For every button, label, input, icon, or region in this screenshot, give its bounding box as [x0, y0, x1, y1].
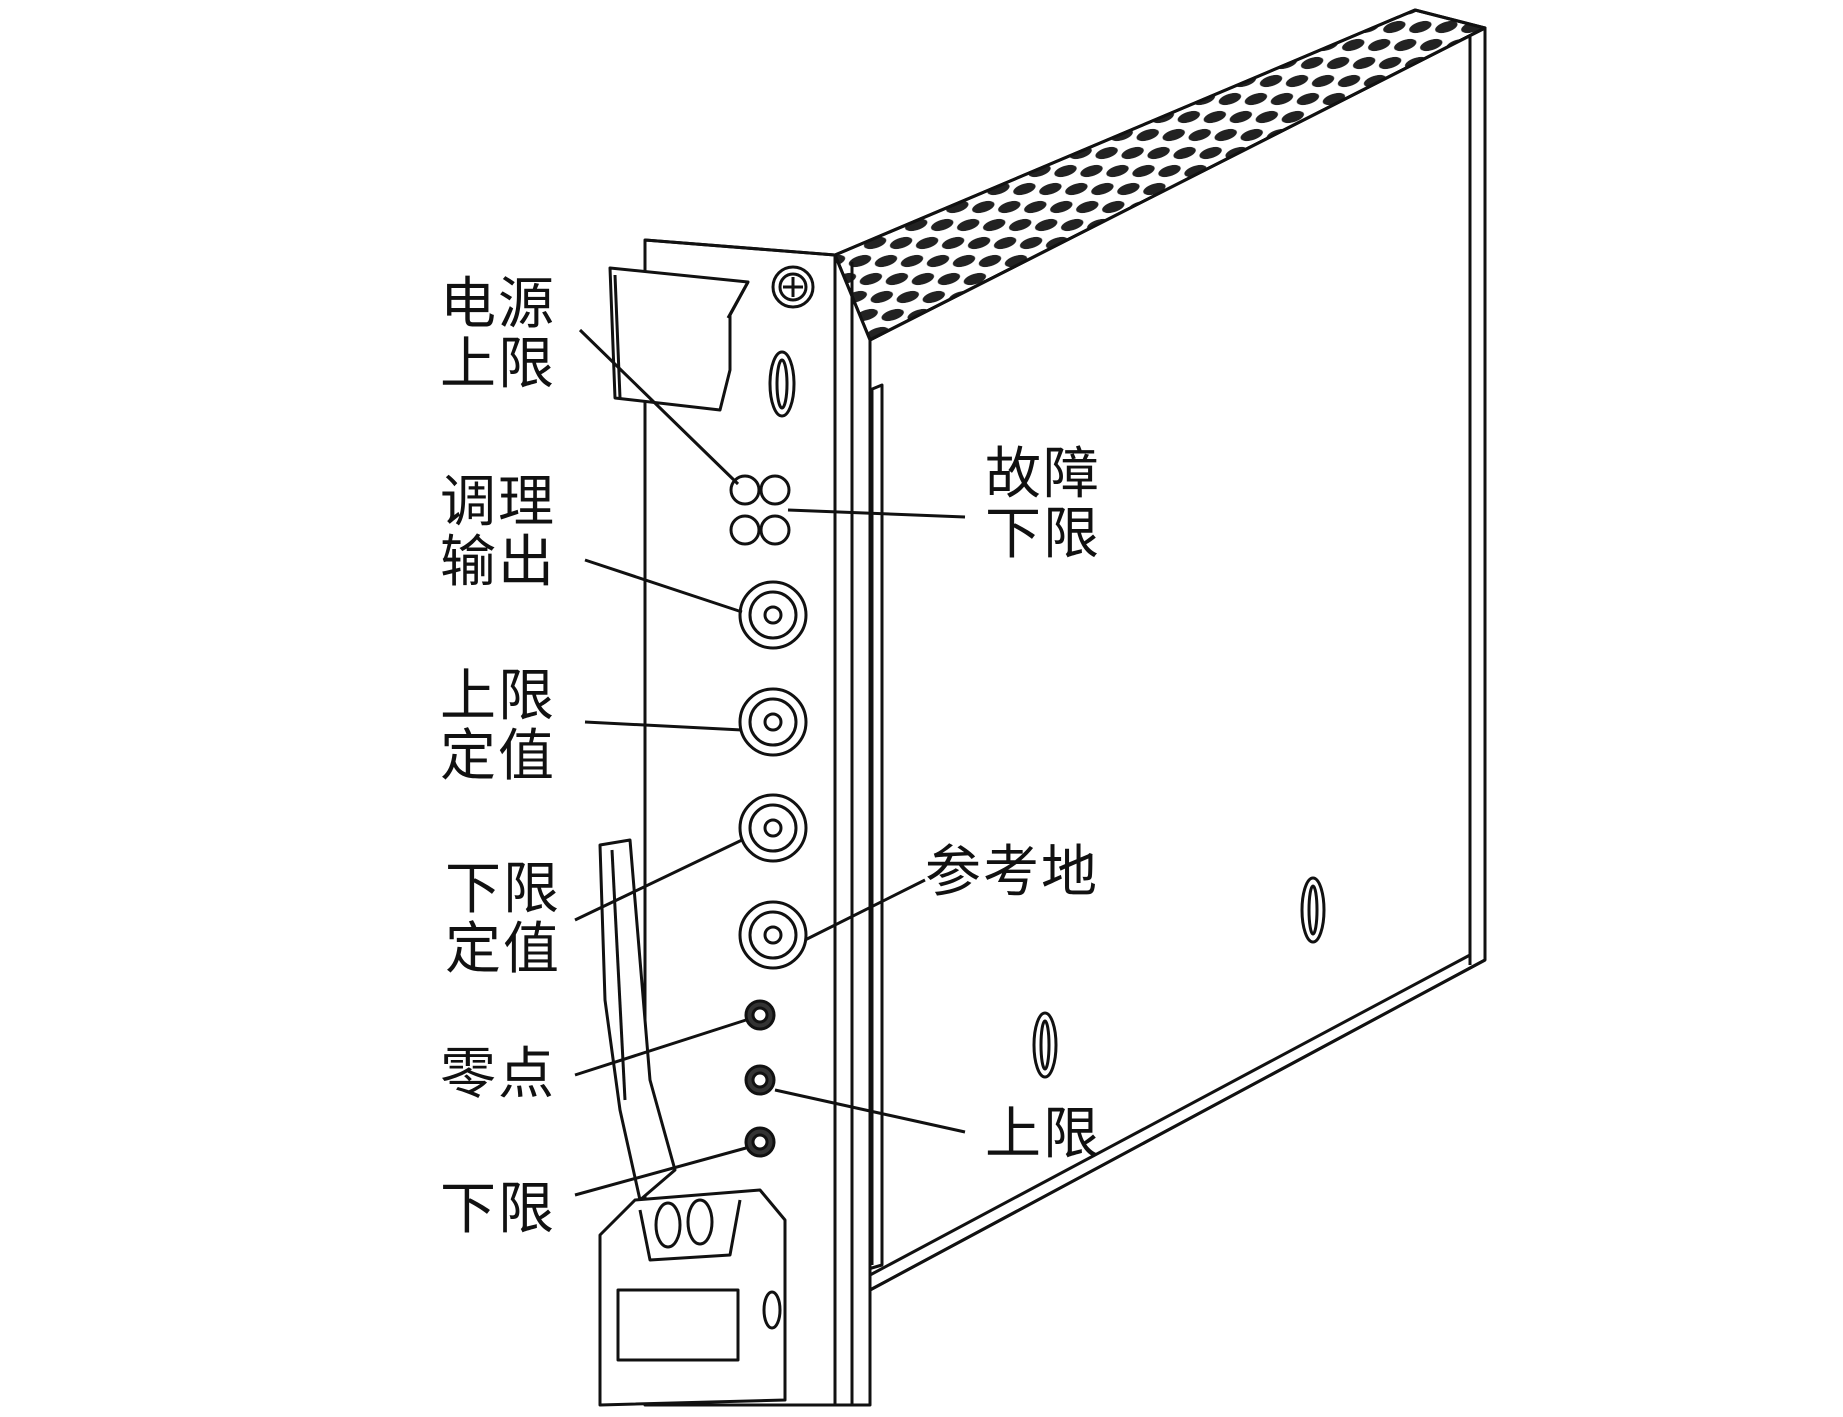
leader-upper-setpoint: [584, 720, 743, 732]
label-power-upper: 电源 上限: [440, 275, 556, 395]
test-socket-1: [738, 580, 808, 650]
label-conditioning-output: 调理 输出: [440, 473, 556, 593]
test-socket-2: [738, 687, 808, 757]
led-cluster: [729, 474, 791, 546]
leader-zero-point: [574, 1018, 747, 1077]
label-upper-limit: 上限: [985, 1102, 1101, 1167]
lower-latch-block: [598, 1188, 787, 1407]
leader-reference-ground: [804, 878, 926, 942]
label-upper-setpoint: 上限 定值: [440, 667, 556, 787]
leader-lower-limit: [574, 1146, 747, 1197]
label-line: 上限: [440, 664, 556, 729]
label-fault-lower: 故障 下限: [985, 445, 1101, 565]
label-line: 下限: [445, 857, 561, 922]
leader-upper-limit: [774, 1088, 966, 1134]
potentiometer-zero: [744, 999, 776, 1031]
side-slot-2: [1032, 1011, 1058, 1079]
label-line: 定值: [445, 917, 561, 982]
side-slot-1: [1300, 876, 1326, 944]
label-reference-ground: 参考地: [925, 840, 1099, 905]
test-socket-3: [738, 793, 808, 863]
leader-lower-setpoint: [574, 838, 743, 922]
leader-power-upper: [578, 328, 740, 486]
test-socket-4: [738, 900, 808, 970]
leader-fault-lower: [787, 508, 966, 519]
label-line: 电源: [440, 272, 556, 337]
leader-conditioning-output: [584, 558, 743, 614]
label-line: 故障: [985, 442, 1101, 507]
lower-ejector-lever: [598, 838, 677, 1202]
potentiometer-lower: [744, 1126, 776, 1158]
label-zero-point: 零点: [440, 1042, 556, 1107]
label-lower-setpoint: 下限 定值: [445, 860, 561, 980]
label-line: 定值: [440, 724, 556, 789]
mounting-slot: [768, 350, 796, 418]
label-line: 调理: [440, 470, 556, 535]
label-line: 下限: [985, 502, 1101, 567]
potentiometer-upper: [744, 1064, 776, 1096]
label-line: 输出: [440, 530, 556, 595]
label-line: 上限: [440, 332, 556, 397]
label-lower-limit: 下限: [440, 1177, 556, 1242]
